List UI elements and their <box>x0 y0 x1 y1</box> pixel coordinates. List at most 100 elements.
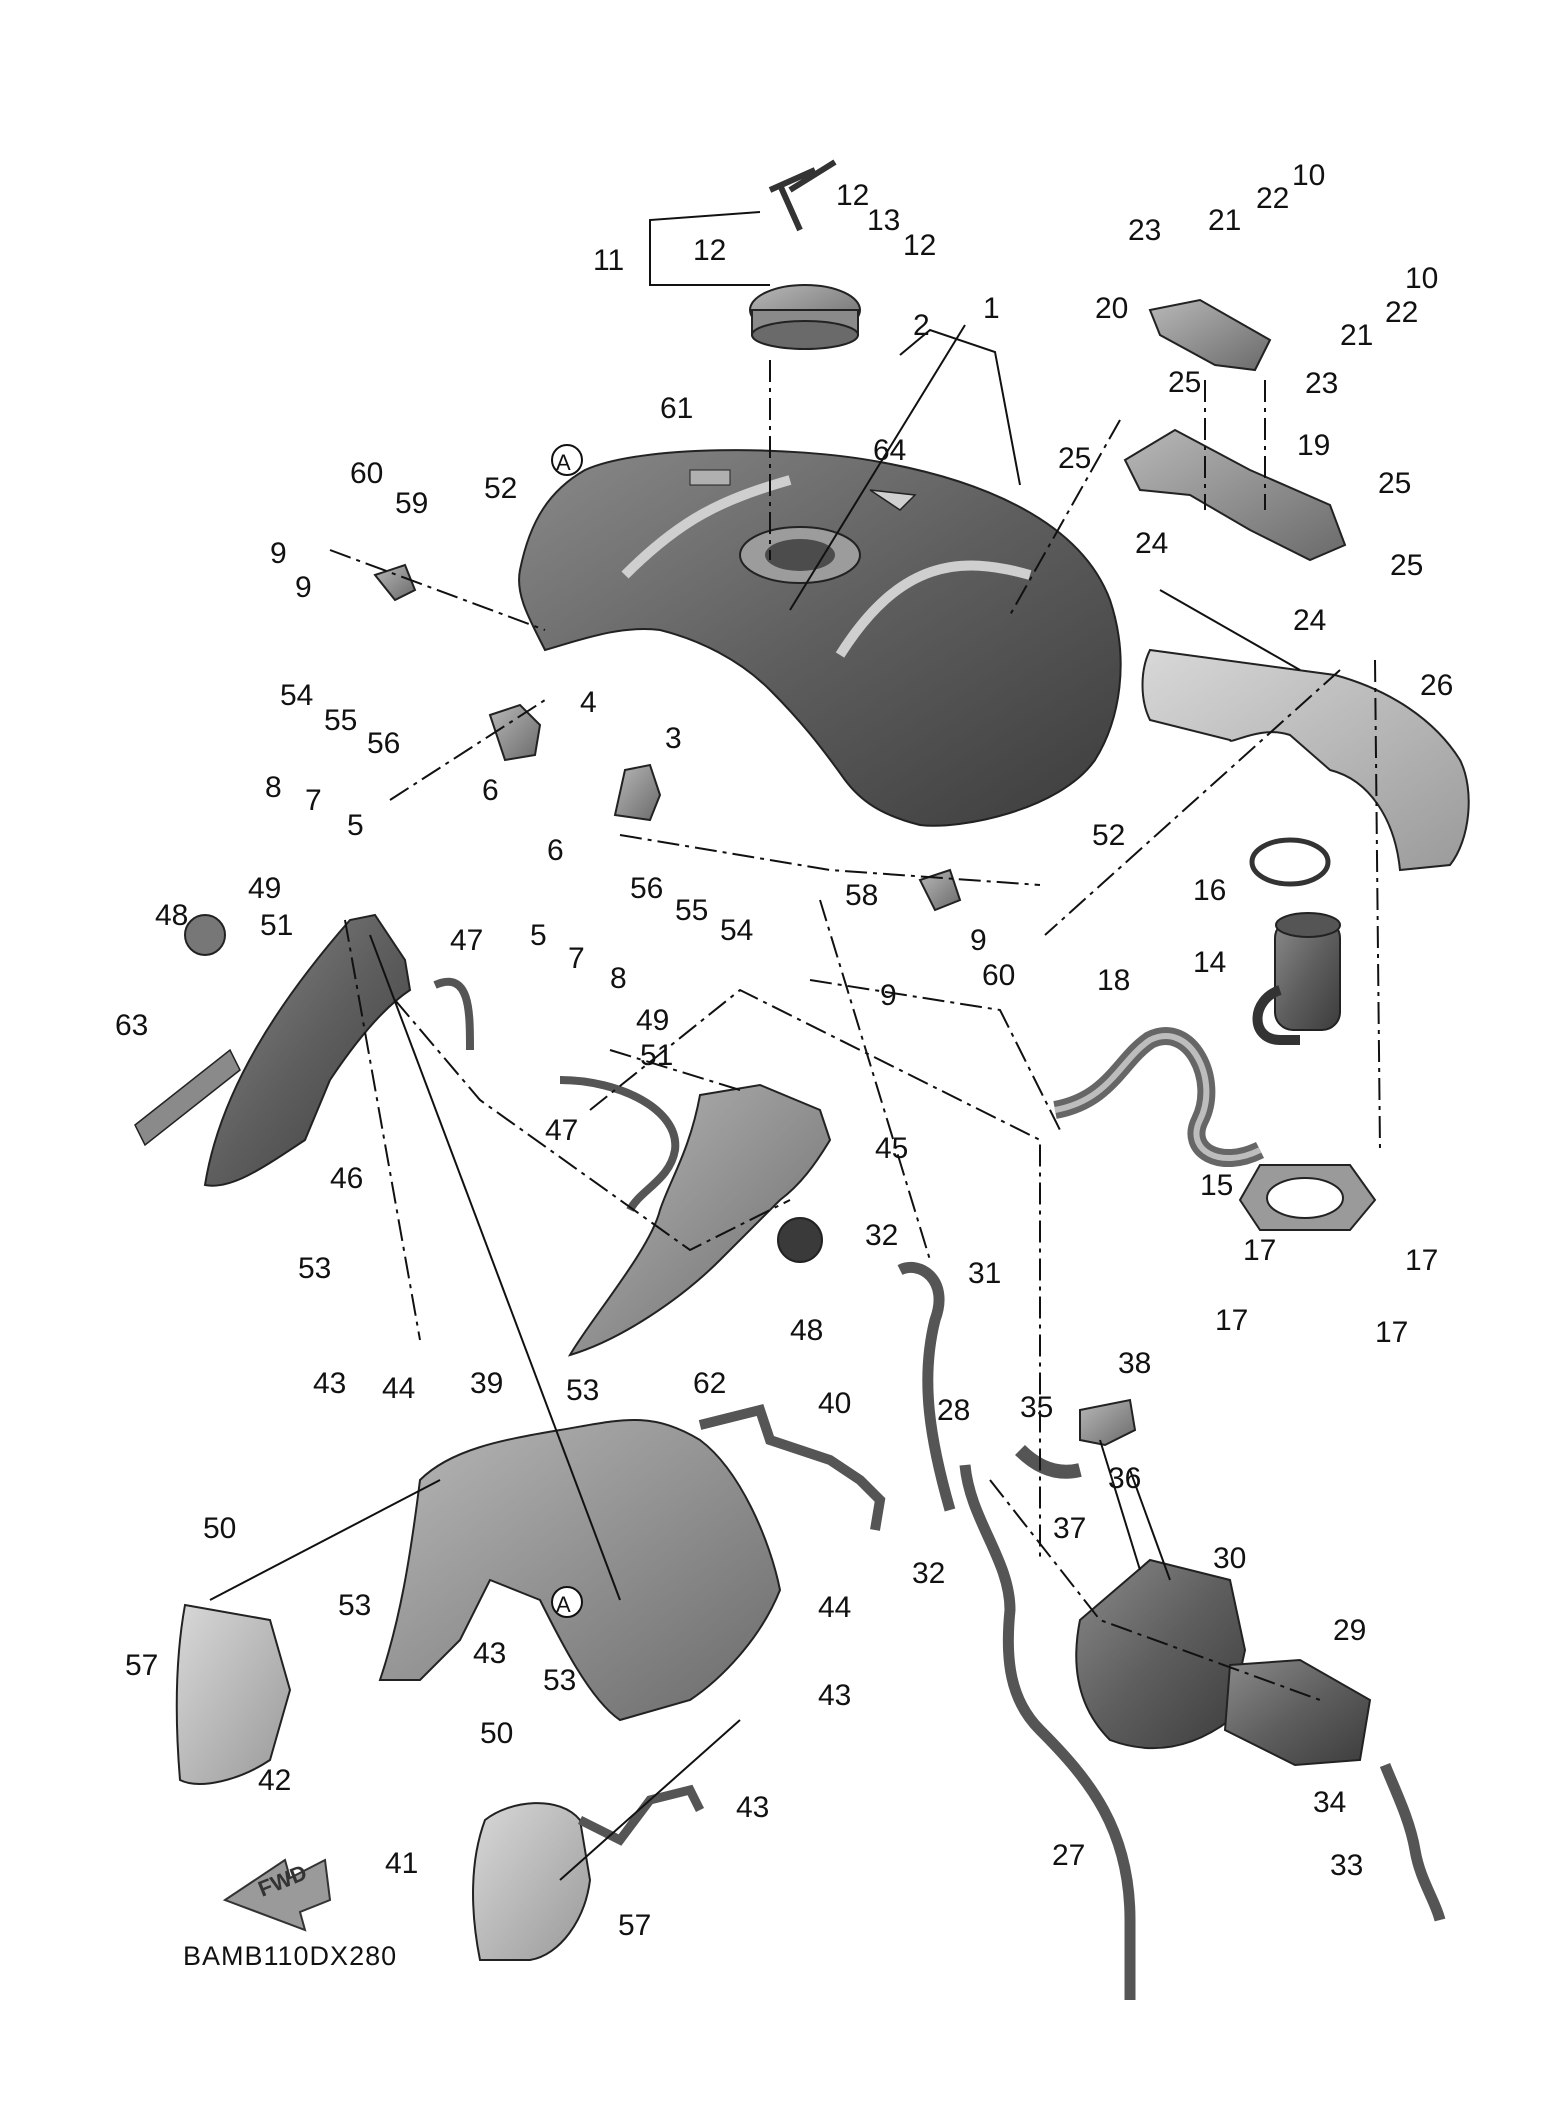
callout-9d: 9 <box>880 979 897 1012</box>
bracket-58 <box>918 868 962 912</box>
callout-23b: 23 <box>1305 367 1338 400</box>
callout-25d: 25 <box>1390 549 1423 582</box>
callout-15: 15 <box>1200 1169 1233 1202</box>
callout-53d: 53 <box>543 1664 576 1697</box>
callout-26: 26 <box>1420 669 1453 702</box>
callout-50a: 50 <box>203 1512 236 1545</box>
callout-28: 28 <box>937 1394 970 1427</box>
bracket-41 <box>577 1784 705 1846</box>
callout-64: 64 <box>873 434 906 467</box>
callout-51b: 51 <box>640 1039 673 1072</box>
callout-22b: 22 <box>1385 296 1418 329</box>
callout-3: 3 <box>665 722 682 755</box>
callout-54b: 54 <box>720 914 753 947</box>
fuel-tank <box>518 449 1122 827</box>
callout-56a: 56 <box>367 727 400 760</box>
ref-marker-a-bottom: A <box>551 1586 583 1618</box>
callout-48b: 48 <box>790 1314 823 1347</box>
callout-61: 61 <box>660 392 693 425</box>
callout-32b: 32 <box>912 1557 945 1590</box>
callout-24a: 24 <box>1135 527 1168 560</box>
bracket-3 <box>613 763 662 822</box>
callout-10b: 10 <box>1405 262 1438 295</box>
bracket-40 <box>698 1404 886 1531</box>
callout-43b: 43 <box>473 1637 506 1670</box>
callout-49b: 49 <box>636 1004 669 1037</box>
callout-44b: 44 <box>818 1591 851 1624</box>
callout-17c: 17 <box>1215 1304 1248 1337</box>
callout-9: 9 <box>270 537 287 570</box>
callout-25a: 25 <box>1168 366 1201 399</box>
callout-9b: 9 <box>295 571 312 604</box>
grommet-48-right <box>777 1217 823 1263</box>
callout-60a: 60 <box>350 457 383 490</box>
callout-30: 30 <box>1213 1542 1246 1575</box>
bracket-35 <box>1015 1444 1082 1479</box>
callout-1: 1 <box>983 292 1000 325</box>
callout-21a: 21 <box>1208 204 1241 237</box>
callout-57a: 57 <box>125 1649 158 1682</box>
callout-53b: 53 <box>566 1374 599 1407</box>
callout-43c: 43 <box>818 1679 851 1712</box>
callout-53c: 53 <box>338 1589 371 1622</box>
callout-54a: 54 <box>280 679 313 712</box>
knee-cover-42 <box>175 1603 292 1785</box>
callout-34: 34 <box>1313 1786 1346 1819</box>
fwd-arrow-icon: FWD <box>222 1858 332 1932</box>
side-cover-45 <box>567 1083 832 1357</box>
callout-43a: 43 <box>313 1367 346 1400</box>
callout-29: 29 <box>1333 1614 1366 1647</box>
callout-17b: 17 <box>1405 1244 1438 1277</box>
callout-60b: 60 <box>982 959 1015 992</box>
callout-32a: 32 <box>865 1219 898 1252</box>
diagram-code: BAMB110DX280 <box>183 1941 397 1971</box>
callout-53a: 53 <box>298 1252 331 1285</box>
canister-30 <box>1075 1558 1247 1750</box>
tank-emblem <box>869 489 917 511</box>
callout-62: 62 <box>693 1367 726 1400</box>
callout-5b: 5 <box>530 919 547 952</box>
callout-56b: 56 <box>630 872 663 905</box>
bracket-4 <box>488 703 542 762</box>
callout-41: 41 <box>385 1847 418 1880</box>
callout-12c: 12 <box>903 229 936 262</box>
callout-63: 63 <box>115 1009 148 1042</box>
callout-58: 58 <box>845 879 878 912</box>
callout-47b: 47 <box>545 1114 578 1147</box>
callout-7b: 7 <box>568 942 585 975</box>
trim-47-right <box>559 1076 680 1213</box>
ref-marker-a-top: A <box>551 444 583 476</box>
callout-25c: 25 <box>1378 467 1411 500</box>
lower-cover-39 <box>378 1419 782 1722</box>
callout-44a: 44 <box>382 1372 415 1405</box>
svg-text:A: A <box>556 450 571 475</box>
callout-10: 10 <box>1292 159 1325 192</box>
callout-4: 4 <box>580 686 597 719</box>
callout-19: 19 <box>1297 429 1330 462</box>
callout-25b: 25 <box>1058 442 1091 475</box>
callout-14: 14 <box>1193 946 1226 979</box>
side-cover-46 <box>203 913 412 1187</box>
callout-8b: 8 <box>610 962 627 995</box>
callout-24b: 24 <box>1293 604 1326 637</box>
sticker-63 <box>134 1048 241 1147</box>
callout-8: 8 <box>265 771 282 804</box>
callout-23a: 23 <box>1128 214 1161 247</box>
callout-16: 16 <box>1193 874 1226 907</box>
callout-17d: 17 <box>1375 1316 1408 1349</box>
bracket-20 <box>1148 298 1272 372</box>
callout-35: 35 <box>1020 1391 1053 1424</box>
bracket-59 <box>373 563 417 602</box>
callout-6b: 6 <box>547 834 564 867</box>
canister-29 <box>1223 1658 1372 1767</box>
parts-layer: FWD <box>134 159 1470 2000</box>
callout-20: 20 <box>1095 292 1128 325</box>
callout-49a: 49 <box>248 872 281 905</box>
callout-40: 40 <box>818 1387 851 1420</box>
grommet-48-left <box>184 914 226 956</box>
callout-37: 37 <box>1053 1512 1086 1545</box>
tank-stripe-right <box>835 560 1032 658</box>
svg-text:A: A <box>556 1592 571 1617</box>
callout-47a: 47 <box>450 924 483 957</box>
leader-lines <box>209 211 1381 1881</box>
